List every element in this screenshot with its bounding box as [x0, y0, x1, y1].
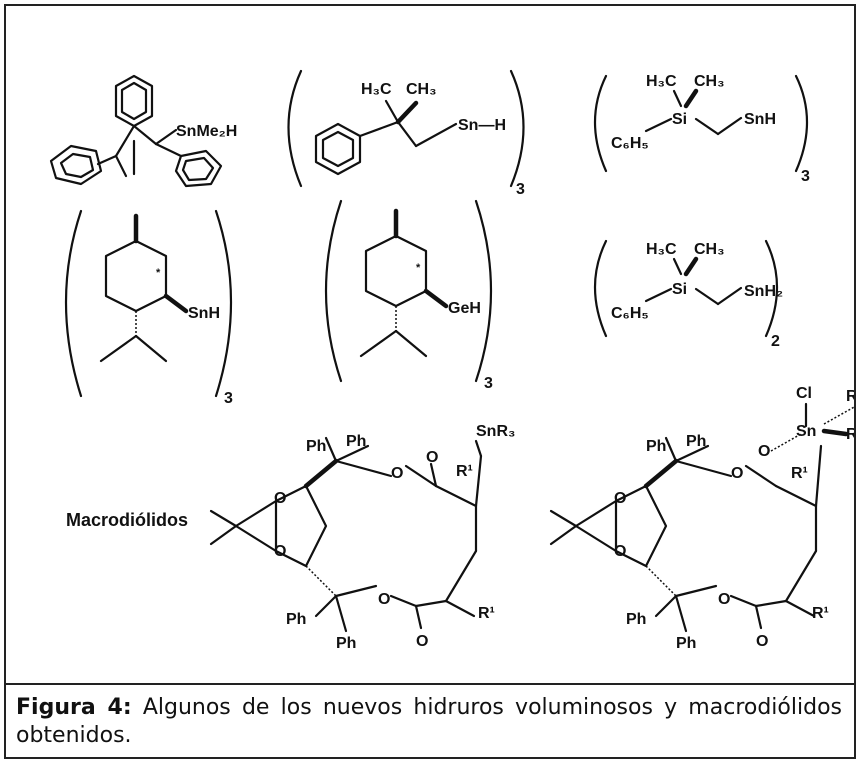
- macro1-o-2: O: [426, 449, 438, 466]
- menthyl-ge-label: GeH: [448, 300, 481, 317]
- menthyl-sn-mult: 3: [224, 390, 233, 407]
- macro1-o-1: O: [391, 465, 403, 482]
- silyl1-ch3: CH₃: [694, 73, 725, 90]
- macro1-o-4: O: [274, 543, 286, 560]
- macrodiolides-title: Macrodiólidos: [66, 510, 188, 530]
- macro2-o-4: O: [614, 543, 626, 560]
- menthyl-sn-label: SnH: [188, 305, 220, 322]
- caption-text: Algunos de los nuevos hidruros voluminos…: [16, 695, 842, 748]
- menthyl-ge-mult: 3: [484, 375, 493, 392]
- caption-label: Figura 4:: [16, 695, 132, 720]
- macro2-ph-1: Ph: [646, 438, 666, 455]
- silyl2-mult: 2: [771, 333, 780, 350]
- silyl-structure-1: [593, 74, 809, 173]
- chemical-structures-figure: SnMe₂H H₃C CH₃ Sn—H 3: [6, 6, 854, 683]
- menthyl-ge-structure: [324, 199, 493, 383]
- macro2-cl: Cl: [796, 385, 812, 402]
- macro2-sn: Sn: [796, 423, 816, 440]
- macro2-ph-3: Ph: [626, 611, 646, 628]
- neophyl-h3c: H₃C: [361, 81, 392, 98]
- macro1-r1-bottom: R¹: [478, 605, 495, 622]
- macro1-o-3: O: [274, 490, 286, 507]
- silyl2-sn: SnH₂: [744, 283, 783, 300]
- macro2-o-6: O: [756, 633, 768, 650]
- figure-frame: SnMe₂H H₃C CH₃ Sn—H 3: [4, 4, 856, 759]
- macro1-ph-3: Ph: [286, 611, 306, 628]
- macro2-o-2: O: [758, 443, 770, 460]
- macrodiolide-1: [209, 436, 483, 633]
- macro2-r-1: R: [846, 388, 854, 405]
- macro2-o-5: O: [718, 591, 730, 608]
- neophyl-ch3: CH₃: [406, 81, 437, 98]
- silyl2-si: Si: [672, 281, 687, 298]
- silyl1-mult: 3: [801, 168, 810, 185]
- silyl1-si: Si: [672, 111, 687, 128]
- macro2-ph-2: Ph: [686, 433, 706, 450]
- macro1-o-5: O: [378, 591, 390, 608]
- silyl2-h3c: H₃C: [646, 241, 677, 258]
- silyl1-sn: SnH: [744, 111, 776, 128]
- macro1-ph-2: Ph: [346, 433, 366, 450]
- menthyl-sn-structure: [64, 209, 233, 398]
- silyl2-ch3: CH₃: [694, 241, 725, 258]
- macro2-r1-bottom: R¹: [812, 605, 829, 622]
- silyl-structure-2: [593, 239, 779, 338]
- menthyl-ge-stereo: *: [416, 262, 421, 274]
- macrodiolide-2: [549, 402, 854, 633]
- structures-svg: SnMe₂H H₃C CH₃ Sn—H 3: [49, 69, 854, 652]
- neophyl-sn: Sn—H: [458, 117, 506, 134]
- macro2-ph-4: Ph: [676, 635, 696, 652]
- triptycene-structure: [49, 74, 223, 188]
- caption-divider: [6, 683, 854, 685]
- macro2-o-3: O: [614, 490, 626, 507]
- macro2-r-2: R: [846, 426, 854, 443]
- silyl1-c6h5: C₆H₅: [611, 135, 649, 152]
- macro1-r1-top: R¹: [456, 463, 473, 480]
- figure-caption: Figura 4: Algunos de los nuevos hidruros…: [16, 694, 842, 750]
- macro2-o-1: O: [731, 465, 743, 482]
- macro1-snr3: SnR₃: [476, 423, 515, 440]
- macro1-o-6: O: [416, 633, 428, 650]
- neophyl-mult: 3: [516, 181, 525, 198]
- silyl1-h3c: H₃C: [646, 73, 677, 90]
- menthyl-sn-stereo: *: [156, 267, 161, 279]
- macro1-ph-4: Ph: [336, 635, 356, 652]
- silyl2-c6h5: C₆H₅: [611, 305, 649, 322]
- neophyl-structure: [287, 69, 525, 188]
- macro1-ph-1: Ph: [306, 438, 326, 455]
- macro2-r1-top: R¹: [791, 465, 808, 482]
- triptycene-sn-label: SnMe₂H: [176, 123, 237, 140]
